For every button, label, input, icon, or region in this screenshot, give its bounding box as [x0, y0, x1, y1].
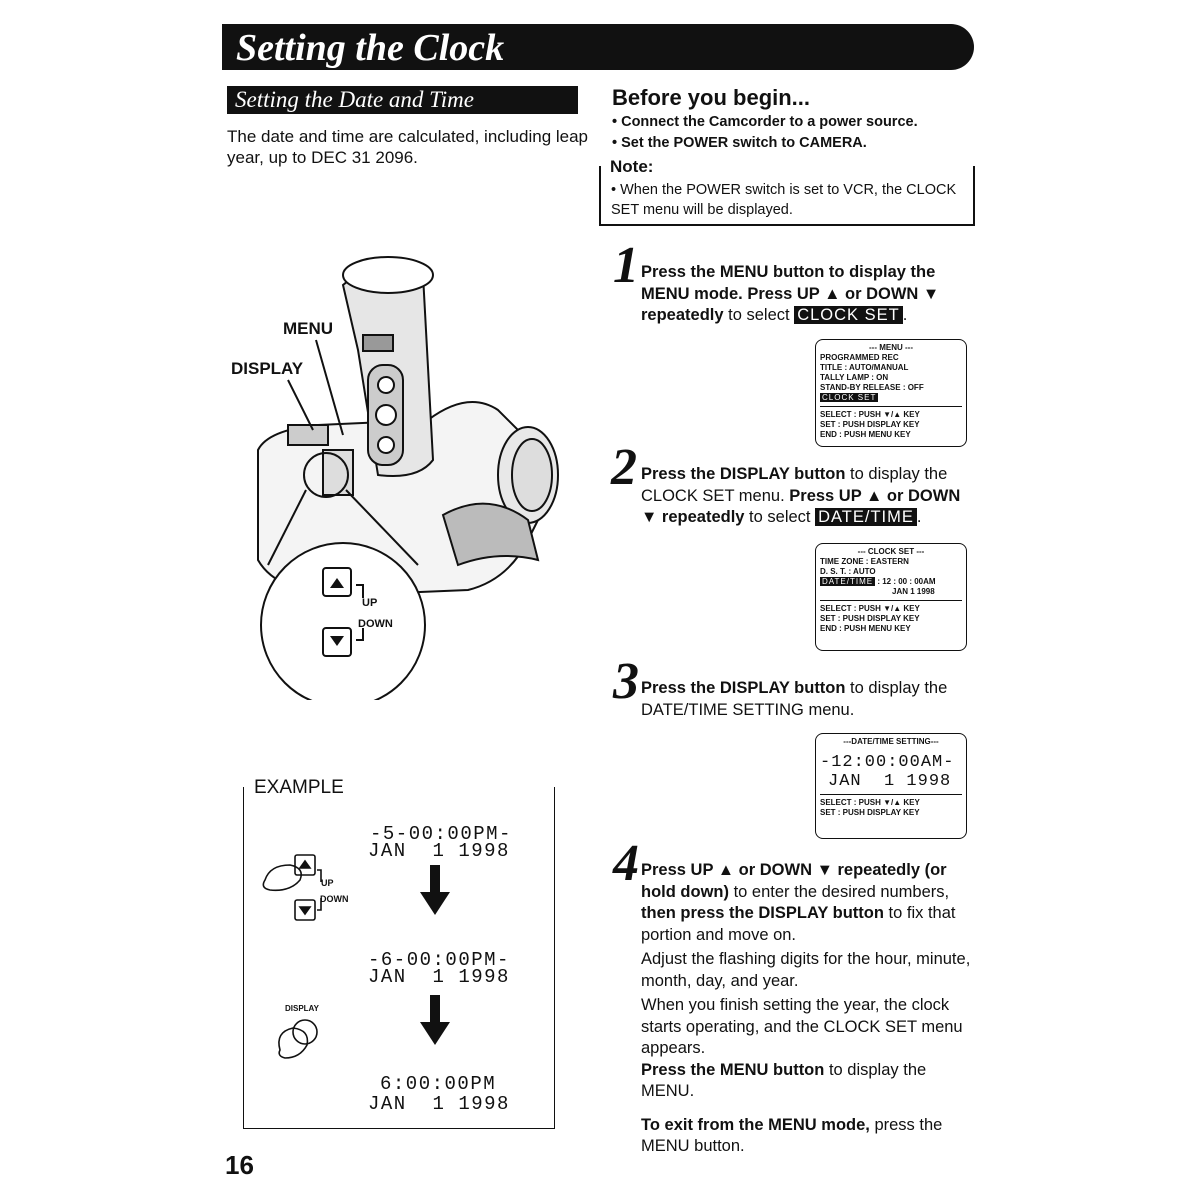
example-time-2: -6-00:00PM- [368, 949, 510, 971]
example-time-3: 6:00:00PM [380, 1073, 497, 1095]
page-title-bar: Setting the Clock [222, 24, 974, 70]
clock-set-lcd: --- CLOCK SET --- TIME ZONE : EASTERN D.… [815, 543, 967, 651]
page-number: 16 [225, 1150, 254, 1180]
section-title-bar: Setting the Date and Time [227, 86, 578, 114]
step-number: 4 [613, 835, 639, 892]
note-label: Note: [604, 157, 660, 177]
example-date-1: JAN 1 1998 [368, 840, 510, 862]
down-arrow-icon [420, 865, 450, 915]
before-item: • Connect the Camcorder to a power sourc… [612, 114, 918, 130]
display-button-hand-icon [278, 1019, 318, 1059]
step-number: 1 [613, 237, 639, 294]
note-text: • When the POWER switch is set to VCR, t… [611, 182, 957, 218]
clock-set-tag: CLOCK SET [794, 306, 903, 324]
step-2-text: Press the DISPLAY button to display the … [641, 465, 961, 526]
menu-label: MENU [283, 319, 334, 338]
example-graphics [262, 854, 450, 1059]
step-4-text: Press UP ▲ or DOWN ▼ repeatedly (or hold… [641, 861, 971, 1155]
step-number: 2 [611, 439, 637, 496]
step-number: 3 [613, 653, 639, 710]
example-up-label: UP [321, 878, 334, 888]
up-label: UP [362, 597, 378, 609]
example-label: EXAMPLE [248, 777, 350, 799]
example-down-label: DOWN [320, 894, 349, 904]
example-display-label: DISPLAY [285, 1004, 319, 1013]
example-date-2: JAN 1 1998 [368, 966, 510, 988]
before-heading: Before you begin... [612, 85, 811, 110]
step-1-text: Press the MENU button to display the MEN… [641, 263, 940, 324]
camcorder-illustration [257, 256, 559, 700]
page-title: Setting the Clock [236, 27, 505, 69]
section-title: Setting the Date and Time [235, 87, 474, 112]
before-item: • Set the POWER switch to CAMERA. [612, 135, 867, 151]
example-date-3: JAN 1 1998 [368, 1093, 510, 1115]
example-time-1: -5-00:00PM- [370, 823, 512, 845]
example-box [243, 787, 555, 1129]
down-arrow-icon [420, 995, 450, 1045]
before-list: • Connect the Camcorder to a power sourc… [612, 112, 918, 154]
menu-lcd: --- MENU --- PROGRAMMED REC TITLE : AUTO… [815, 339, 967, 447]
date-time-setting-lcd: ---DATE/TIME SETTING--- -12:00:00AM- JAN… [815, 733, 967, 839]
display-label: DISPLAY [231, 359, 304, 378]
pressing-hand-icon [262, 854, 322, 921]
note-box [599, 166, 975, 226]
date-time-tag: DATE/TIME [815, 508, 917, 526]
down-label: DOWN [358, 618, 393, 630]
step-3-text: Press the DISPLAY button to display the … [641, 679, 948, 719]
intro-text: The date and time are calculated, includ… [227, 127, 589, 167]
